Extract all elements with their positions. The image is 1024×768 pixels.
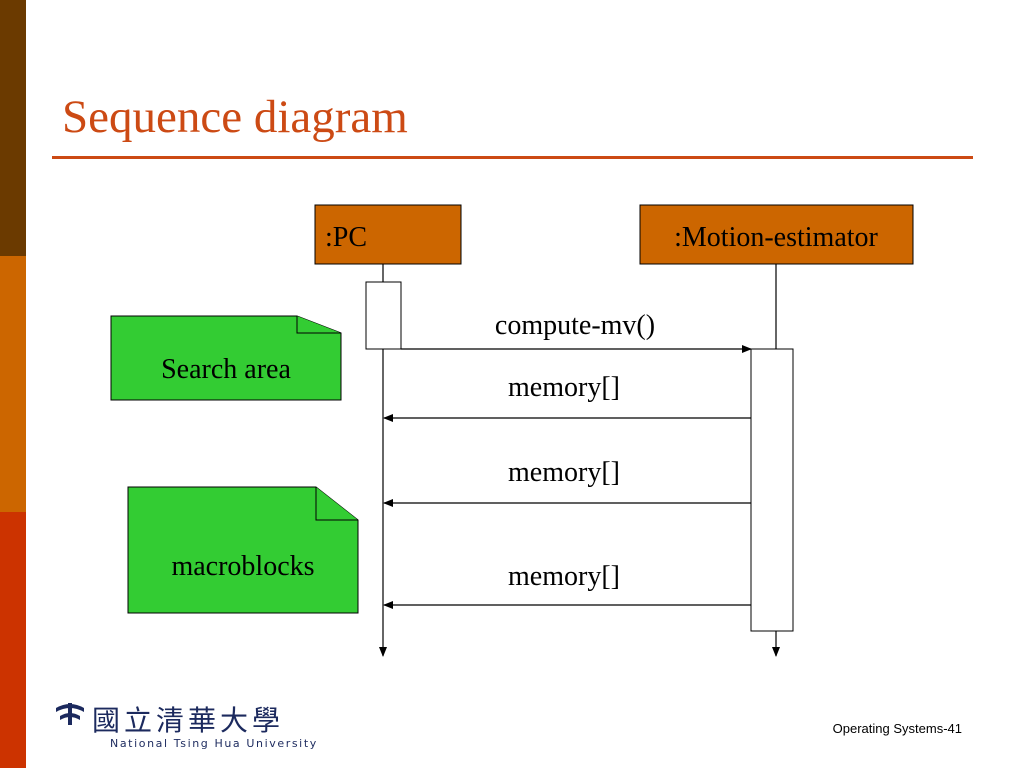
note-macroblocks: macroblocks bbox=[127, 486, 359, 614]
slide-footer: Operating Systems-41 bbox=[832, 721, 962, 736]
side-stripe-bottom bbox=[0, 512, 26, 768]
message-compute-mv-label: compute-mv() bbox=[495, 310, 655, 341]
nthu-logo: 國立清華大學 bbox=[56, 703, 284, 737]
side-stripe-top bbox=[0, 0, 26, 256]
activation-bar-pc bbox=[365, 281, 402, 350]
title-underline bbox=[52, 156, 973, 159]
side-stripe-middle bbox=[0, 256, 26, 512]
message-memory-2: memory[] bbox=[383, 457, 751, 507]
object-pc: :PC bbox=[314, 204, 462, 265]
university-emblem-icon bbox=[56, 703, 84, 725]
slide-title: Sequence diagram bbox=[62, 91, 408, 143]
object-pc-label: :PC bbox=[325, 222, 367, 253]
logo-chinese-name: 國立清華大學 bbox=[92, 704, 284, 737]
message-memory-3-label: memory[] bbox=[508, 561, 620, 592]
message-compute-mv: compute-mv() bbox=[401, 310, 752, 353]
note-macroblocks-label: macroblocks bbox=[171, 551, 314, 582]
logo-english-name: National Tsing Hua University bbox=[110, 737, 318, 750]
activation-bar-motion-estimator bbox=[750, 348, 794, 632]
message-memory-2-label: memory[] bbox=[508, 457, 620, 488]
message-memory-1: memory[] bbox=[383, 372, 751, 422]
note-search-area: Search area bbox=[110, 315, 342, 401]
object-motion-estimator-label: :Motion-estimator bbox=[674, 222, 878, 253]
note-search-area-label: Search area bbox=[161, 354, 291, 385]
message-memory-3: memory[] bbox=[383, 561, 751, 609]
message-memory-1-label: memory[] bbox=[508, 372, 620, 403]
object-motion-estimator: :Motion-estimator bbox=[639, 204, 914, 265]
